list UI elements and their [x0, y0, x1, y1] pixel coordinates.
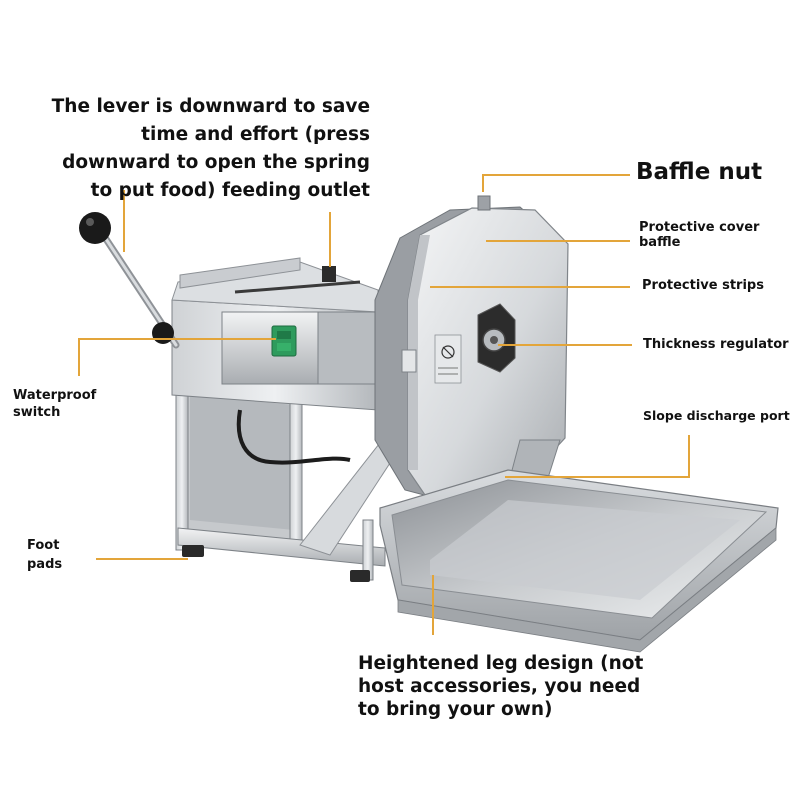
- callout-line-protective-cover: [486, 240, 630, 242]
- callout-line-slope-h: [505, 476, 690, 478]
- thickness-regulator-label: Thickness regulator: [643, 337, 789, 352]
- foot-pads-label: Foot pads: [27, 536, 62, 574]
- callout-line-lever: [123, 190, 125, 252]
- callout-line-feeding: [329, 212, 331, 267]
- machine-frame: [175, 384, 406, 582]
- callout-line-leg: [432, 575, 434, 635]
- heightened-leg-line-2: host accessories, you need: [358, 676, 641, 697]
- waterproof-switch-line-1: Waterproof: [13, 388, 97, 403]
- cutting-head: [374, 195, 569, 506]
- lever-label-line-2: time and effort (press: [141, 124, 370, 145]
- lever-label-line-4: to put food) feeding outlet: [90, 180, 370, 201]
- collection-tray: [379, 469, 779, 653]
- lever-label-line-1: The lever is downward to save: [51, 96, 370, 117]
- baffle-nut-label: Baffle nut: [636, 159, 763, 185]
- warning-label-icon: [434, 334, 462, 384]
- heightened-leg-line-3: to bring your own): [358, 699, 553, 720]
- waterproof-switch-label: Waterproof switch: [13, 387, 96, 421]
- callout-line-waterproof-v: [78, 338, 80, 376]
- lever-label: The lever is downward to save time and e…: [52, 93, 370, 205]
- callout-line-thickness: [498, 344, 632, 346]
- heightened-leg-line-1: Heightened leg design (not: [358, 653, 644, 674]
- callout-line-waterproof-h: [78, 338, 276, 340]
- waterproof-switch-line-2: switch: [13, 405, 61, 420]
- protective-strips-label: Protective strips: [642, 278, 764, 293]
- callout-line-slope-v: [688, 435, 690, 477]
- foot-pads-line-2: pads: [27, 557, 63, 572]
- lever-label-line-3: downward to open the spring: [62, 152, 370, 173]
- protective-cover-line-1: Protective cover: [639, 220, 760, 235]
- ball-knob-icon: [79, 212, 111, 244]
- slope-discharge-label: Slope discharge port: [643, 408, 790, 423]
- callout-line-baffle-nut-h: [482, 174, 630, 176]
- foot-pads-line-1: Foot: [27, 538, 60, 553]
- power-switch-icon: [271, 325, 297, 357]
- lever: [79, 212, 180, 349]
- machine-housing: [171, 257, 379, 411]
- heightened-leg-label: Heightened leg design (not host accessor…: [358, 652, 643, 721]
- callout-line-protective-strips: [430, 286, 630, 288]
- protective-cover-label: Protective cover baffle: [639, 220, 759, 250]
- callout-line-foot: [96, 558, 188, 560]
- protective-cover-line-2: baffle: [639, 235, 681, 250]
- callout-line-baffle-nut-v: [482, 174, 484, 192]
